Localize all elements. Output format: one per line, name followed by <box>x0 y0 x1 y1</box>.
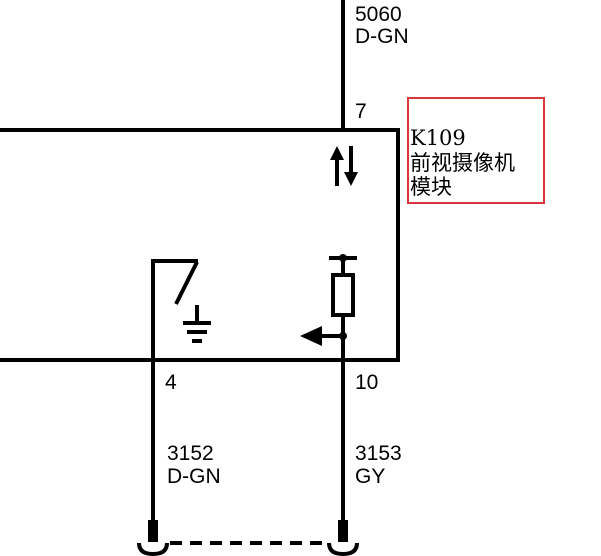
bidirectional-arrows-icon <box>330 146 358 186</box>
pin-10-label: 10 <box>355 371 378 394</box>
module-id-label: K109 <box>410 126 466 150</box>
connector-terminal-left <box>137 520 169 556</box>
top-wire-circuit: 5060 <box>355 3 402 26</box>
connector-terminal-right <box>327 520 359 556</box>
module-label-highlight <box>407 97 545 204</box>
left-wire-circuit: 3152 <box>167 442 214 465</box>
module-name-label: 前视摄像机 <box>410 151 515 175</box>
module-outline <box>0 128 400 362</box>
ground-icon <box>183 305 211 343</box>
module-name-label-2: 模块 <box>410 175 452 199</box>
switch-icon <box>151 259 199 360</box>
pin-7-label: 7 <box>355 100 367 123</box>
arrow-left-icon <box>300 326 322 346</box>
right-wire-circuit: 3153 <box>355 442 402 465</box>
right-wire-color: GY <box>355 465 385 488</box>
left-wire-color: D-GN <box>167 465 221 488</box>
top-wire-color: D-GN <box>355 25 409 48</box>
pin-4-label: 4 <box>165 371 177 394</box>
resistor-icon <box>320 254 357 360</box>
